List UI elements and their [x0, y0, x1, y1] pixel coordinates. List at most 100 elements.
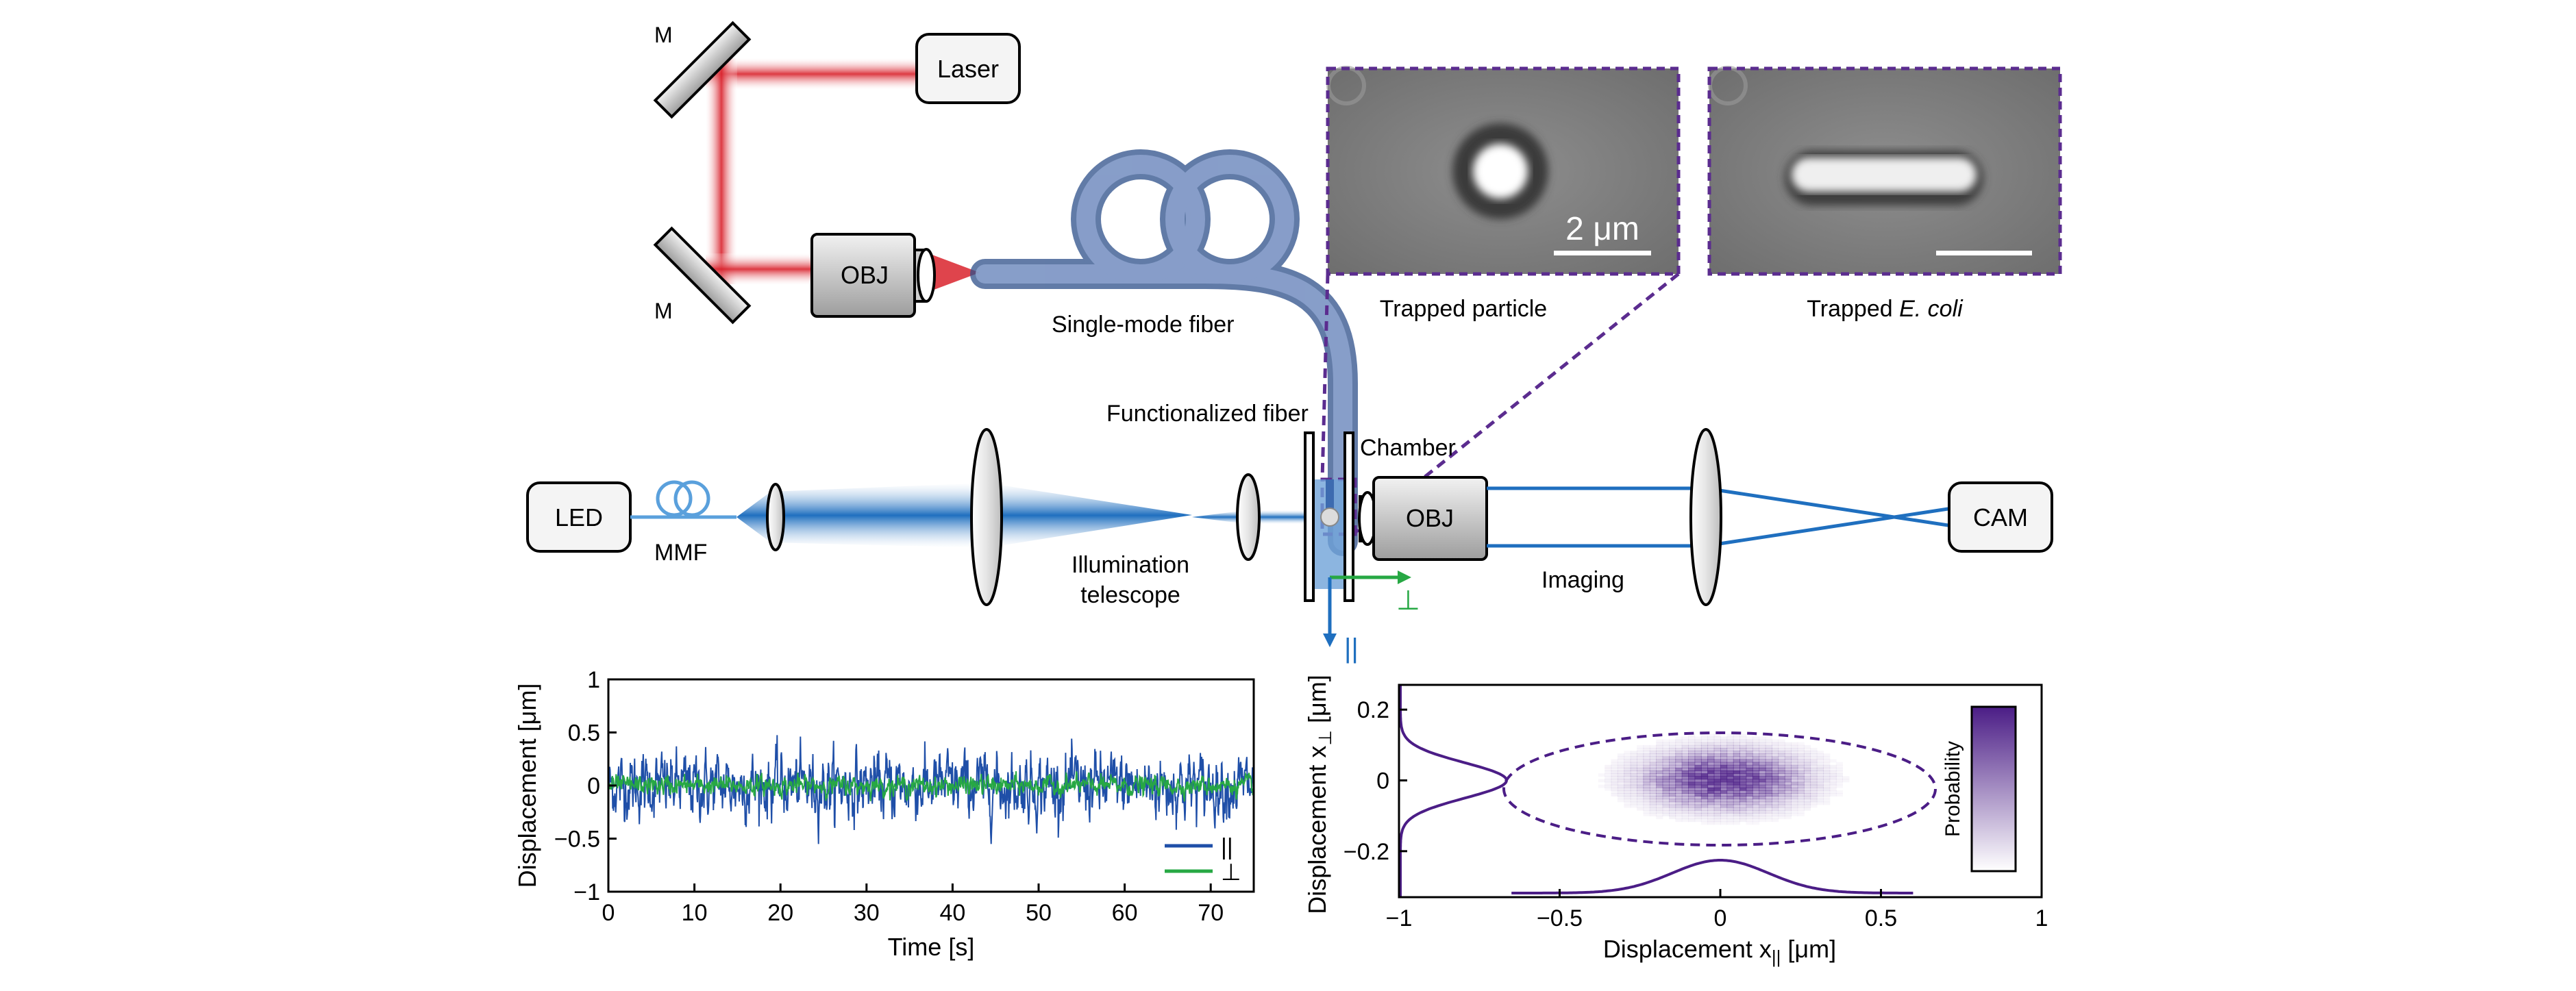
- heatmap-cell: [1726, 799, 1734, 803]
- heatmap-cell: [1778, 816, 1785, 819]
- heatmap-cell: [1765, 776, 1772, 780]
- heatmap-cell: [1707, 818, 1715, 823]
- chamber-label: Chamber: [1360, 435, 1456, 461]
- heatmap-cell: [1733, 779, 1740, 783]
- heatmap-cell: [1720, 748, 1728, 751]
- heatmap-cell: [1772, 764, 1779, 768]
- laser-label: Laser: [937, 55, 999, 83]
- heatmap-cell: [1707, 793, 1715, 796]
- heatmap-cell: [1746, 787, 1753, 791]
- heatmap-cell: [1675, 793, 1683, 796]
- heatmap-cell: [1707, 796, 1715, 800]
- heatmap-cell: [1669, 753, 1676, 757]
- heatmap-cell: [1759, 787, 1766, 791]
- heatmap-cell: [1752, 767, 1760, 771]
- heatmap-cell: [1733, 748, 1740, 751]
- heatmap-cell: [1681, 744, 1689, 749]
- heatmap-cell: [1765, 784, 1772, 788]
- heatmap-cell: [1829, 781, 1837, 786]
- heatmap-cell: [1746, 753, 1753, 757]
- heatmap-cell: [1624, 759, 1631, 763]
- heatmap-cell: [1810, 762, 1818, 766]
- heatmap-cell: [1759, 744, 1766, 749]
- heatmap-cell: [1675, 801, 1683, 805]
- heatmap-cell: [1617, 796, 1625, 800]
- heatmap-cell: [1700, 770, 1709, 774]
- heatmap-cell: [1784, 756, 1792, 760]
- heatmap-cell: [1772, 793, 1779, 796]
- heatmap-cell: [1637, 784, 1644, 788]
- heatmap-cell: [1656, 753, 1663, 757]
- heatmap-cell: [1656, 816, 1663, 820]
- heatmap-cell: [1791, 776, 1798, 780]
- heatmap-cell: [1739, 787, 1747, 791]
- heatmap-cell: [1643, 799, 1650, 803]
- heatmap-cell: [1791, 748, 1798, 751]
- heatmap-cell: [1810, 756, 1818, 760]
- heatmap-cell: [1810, 773, 1818, 777]
- heatmap-cell: [1816, 784, 1824, 788]
- heatmap-cell: [1778, 790, 1785, 794]
- heatmap-cell: [1694, 818, 1702, 823]
- heatmap-cell: [1746, 781, 1753, 786]
- heatmap-cell: [1707, 751, 1715, 754]
- heatmap-cell: [1643, 781, 1650, 786]
- heatmap-cell: [1798, 742, 1805, 746]
- heatmap-cell: [1797, 799, 1805, 803]
- heatmap-cell: [1681, 796, 1689, 800]
- histogram-x-tick-label: 0.5: [1865, 905, 1897, 931]
- heatmap-cell: [1681, 773, 1689, 777]
- heatmap-cell: [1707, 801, 1715, 805]
- heatmap-cell: [1675, 751, 1683, 754]
- heatmap-cell: [1759, 739, 1766, 743]
- heatmap-cell: [1759, 779, 1766, 783]
- heatmap-cell: [1675, 739, 1683, 743]
- heatmap-cell: [1778, 740, 1785, 743]
- heatmap-cell: [1810, 793, 1818, 796]
- heatmap-cell: [1713, 804, 1721, 808]
- heatmap-cell: [1617, 759, 1625, 763]
- heatmap-cell: [1720, 776, 1728, 780]
- heatmap-cell: [1707, 744, 1715, 749]
- histogram-y-ticks: 0.20−0.2: [1343, 697, 1407, 865]
- heatmap-cell: [1688, 799, 1696, 803]
- heatmap-cell: [1791, 742, 1798, 746]
- heatmap-cell: [1823, 801, 1831, 805]
- heatmap-cell: [1746, 759, 1753, 763]
- trace-x-tick-label: 30: [854, 900, 880, 926]
- trace-series-perp: [608, 771, 1254, 802]
- heatmap-cell: [1637, 745, 1644, 749]
- marginal-y-curve: [1399, 685, 1509, 897]
- heatmap-cell: [1669, 781, 1676, 786]
- heatmap-cell: [1713, 733, 1721, 738]
- heatmap-cell: [1675, 744, 1683, 749]
- heatmap-cell: [1643, 744, 1650, 749]
- inset-trapped-ecoli: Trapped E. coli: [1707, 66, 2062, 322]
- heatmap-cell: [1726, 744, 1734, 749]
- heatmap-cell: [1624, 799, 1631, 803]
- heatmap-cell: [1669, 796, 1676, 800]
- heatmap-cell: [1746, 762, 1753, 766]
- heatmap-cell: [1823, 784, 1831, 788]
- heatmap-cell: [1759, 807, 1766, 811]
- heatmap-cell: [1688, 759, 1696, 763]
- heatmap-cell: [1662, 748, 1670, 751]
- heatmap-cell: [1675, 756, 1683, 760]
- heatmap-cell: [1797, 796, 1805, 800]
- heatmap-cell: [1784, 790, 1792, 794]
- heatmap-cell: [1656, 810, 1663, 814]
- heatmap-cell: [1835, 767, 1843, 771]
- heatmap-cell: [1765, 753, 1772, 757]
- heatmap-cell: [1791, 779, 1798, 783]
- heatmap-cell: [1720, 762, 1728, 766]
- heatmap-cell: [1720, 779, 1728, 783]
- heatmap-cell: [1707, 762, 1715, 766]
- heatmap-cell: [1617, 779, 1625, 783]
- heatmap-cell: [1617, 793, 1625, 796]
- heatmap-cell: [1765, 756, 1772, 760]
- heatmap-cell: [1752, 818, 1760, 823]
- heatmap-cell: [1803, 779, 1811, 783]
- mirror-bottom-label: M: [654, 299, 673, 323]
- heatmap-cell: [1791, 807, 1798, 811]
- lens-1: [766, 483, 785, 551]
